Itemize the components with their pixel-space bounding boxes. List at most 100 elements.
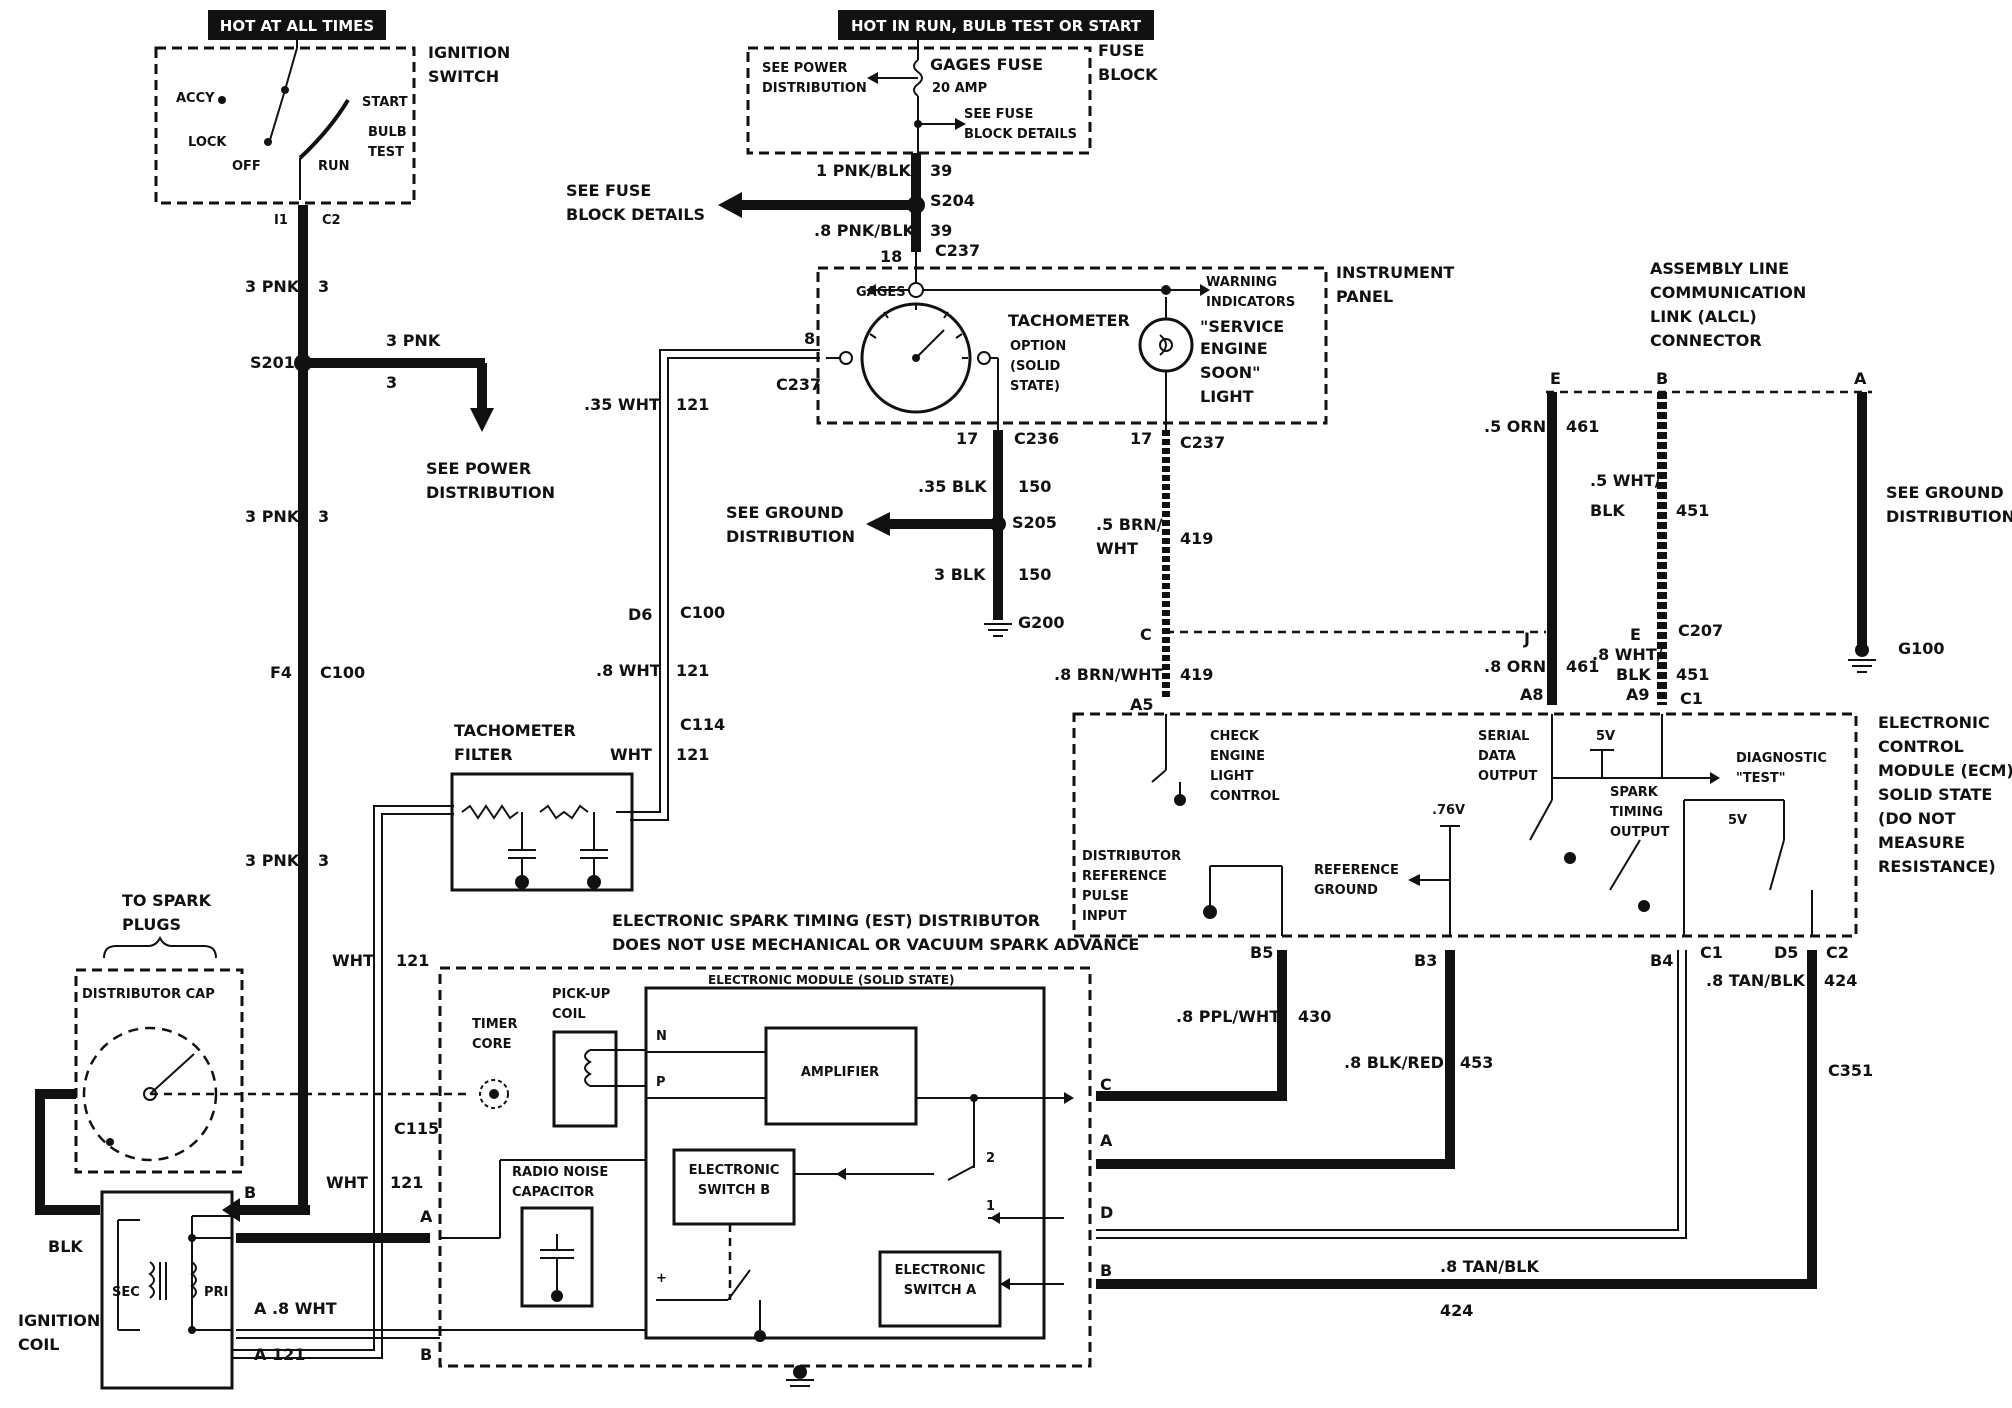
svg-text:121: 121 [676,395,709,414]
svg-text:.8 PPL/WHT: .8 PPL/WHT [1176,1007,1280,1026]
svg-text:121: 121 [390,1173,423,1192]
svg-text:B: B [1100,1261,1112,1280]
svg-text:BULB: BULB [368,125,407,140]
svg-text:TEST: TEST [368,145,404,160]
svg-text:C2: C2 [322,213,341,228]
connector-c237-b: C237 [1180,433,1225,452]
svg-text:BLOCK: BLOCK [1098,65,1158,84]
svg-text:FUSE: FUSE [1098,41,1144,60]
svg-text:GAGES: GAGES [856,285,906,300]
svg-text:DIAGNOSTIC: DIAGNOSTIC [1736,751,1827,766]
svg-text:.8 ORN: .8 ORN [1484,657,1546,676]
svg-text:DATA: DATA [1478,749,1516,764]
svg-text:OFF: OFF [232,159,261,174]
svg-text:BLK: BLK [1590,501,1625,520]
svg-text:8: 8 [804,329,815,348]
svg-text:TACHOMETER: TACHOMETER [454,721,576,740]
svg-text:INDICATORS: INDICATORS [1206,295,1295,310]
connector-c115: C115 [394,1119,439,1138]
svg-text:419: 419 [1180,665,1213,684]
svg-text:D6: D6 [628,605,652,624]
svg-text:N: N [656,1029,667,1044]
svg-text:DISTRIBUTOR CAP: DISTRIBUTOR CAP [82,987,215,1002]
svg-text:TO SPARK: TO SPARK [122,891,212,910]
wire-blk-150 [866,430,1012,637]
svg-text:WARNING: WARNING [1206,275,1277,290]
svg-text:MEASURE: MEASURE [1878,833,1965,852]
svg-text:453: 453 [1460,1053,1493,1072]
connector-c207: C207 [1678,621,1723,640]
svg-text:PRI: PRI [204,1285,228,1300]
svg-text:17: 17 [1130,429,1152,448]
svg-text:419: 419 [1180,529,1213,548]
svg-text:461: 461 [1566,417,1599,436]
svg-text:.35 BLK: .35 BLK [918,477,987,496]
svg-text:.8 WHT: .8 WHT [596,661,661,680]
svg-text:OUTPUT: OUTPUT [1610,825,1670,840]
svg-text:INPUT: INPUT [1082,909,1127,924]
svg-text:(DO NOT: (DO NOT [1878,809,1956,828]
wire-pnk-blk-39 [718,153,925,268]
svg-text:B4: B4 [1650,951,1673,970]
wire-wht-121 [630,349,820,821]
coil-to-module-wires [236,1233,440,1339]
svg-text:BLK: BLK [48,1237,83,1256]
svg-text:C237: C237 [776,375,821,394]
wire-brn-wht-419 [1162,390,1872,700]
splice-s204: S204 [930,191,975,210]
svg-text:1 PNK/BLK: 1 PNK/BLK [816,161,911,180]
svg-text:"TEST": "TEST" [1736,771,1786,786]
svg-text:TIMING: TIMING [1610,805,1663,820]
svg-text:ACCY: ACCY [176,91,215,106]
svg-text:PICK-UP: PICK-UP [552,987,610,1002]
svg-text:E: E [1630,625,1641,644]
svg-text:SOON": SOON" [1200,363,1260,382]
svg-text:.5 BRN/: .5 BRN/ [1096,515,1163,534]
svg-text:P: P [656,1075,666,1090]
svg-text:PULSE: PULSE [1082,889,1129,904]
svg-text:STATE): STATE) [1010,379,1060,394]
ground-g100: G100 [1898,639,1945,658]
ignition-switch: ACCY LOCK OFF RUN START BULB TEST IGNITI… [154,40,510,228]
svg-text:DISTRIBUTION: DISTRIBUTION [762,81,867,96]
connector-c114: C114 [680,715,725,734]
svg-text:F4: F4 [270,663,292,682]
svg-text:.8 BLK/RED: .8 BLK/RED [1344,1053,1444,1072]
fuse-block: SEE POWER DISTRIBUTION GAGES FUSE 20 AMP… [746,40,1158,155]
svg-text:5V: 5V [1728,813,1747,828]
svg-text:39: 39 [930,221,952,240]
svg-text:AMPLIFIER: AMPLIFIER [801,1065,879,1080]
svg-text:A: A [1854,369,1867,388]
svg-text:A 121: A 121 [254,1345,305,1364]
svg-text:17: 17 [956,429,978,448]
svg-text:LOCK: LOCK [188,135,227,150]
svg-text:.8 TAN/BLK: .8 TAN/BLK [1706,971,1805,990]
svg-text:CAPACITOR: CAPACITOR [512,1185,594,1200]
tachometer-gauge [860,302,972,414]
svg-text:CONTROL: CONTROL [1210,789,1280,804]
svg-text:.35 WHT: .35 WHT [584,395,660,414]
svg-text:CHECK: CHECK [1210,729,1260,744]
svg-text:BLOCK DETAILS: BLOCK DETAILS [566,205,705,224]
svg-text:A8: A8 [1520,685,1544,704]
svg-text:ELECTRONIC: ELECTRONIC [689,1163,780,1178]
svg-text:SEE POWER: SEE POWER [426,459,531,478]
svg-text:DISTRIBUTION: DISTRIBUTION [1886,507,2012,526]
svg-text:A9: A9 [1626,685,1650,704]
svg-text:I1: I1 [274,213,288,228]
svg-text:WHT: WHT [332,951,374,970]
svg-text:D: D [1100,1203,1113,1222]
ecm-output-wires [1096,950,1817,1289]
svg-text:3 PNK: 3 PNK [245,507,300,526]
svg-text:20 AMP: 20 AMP [932,81,987,96]
header-hot-at-all-times: HOT AT ALL TIMES [208,10,386,40]
svg-text:C1: C1 [1700,943,1723,962]
svg-text:424: 424 [1440,1301,1473,1320]
ground-g200: G200 [1018,613,1065,632]
svg-text:3: 3 [318,277,329,296]
svg-text:B: B [1656,369,1668,388]
svg-text:2: 2 [986,1151,995,1166]
svg-text:RUN: RUN [318,159,349,174]
svg-text:.5 WHT/: .5 WHT/ [1590,471,1661,490]
svg-text:C1: C1 [1680,689,1703,708]
